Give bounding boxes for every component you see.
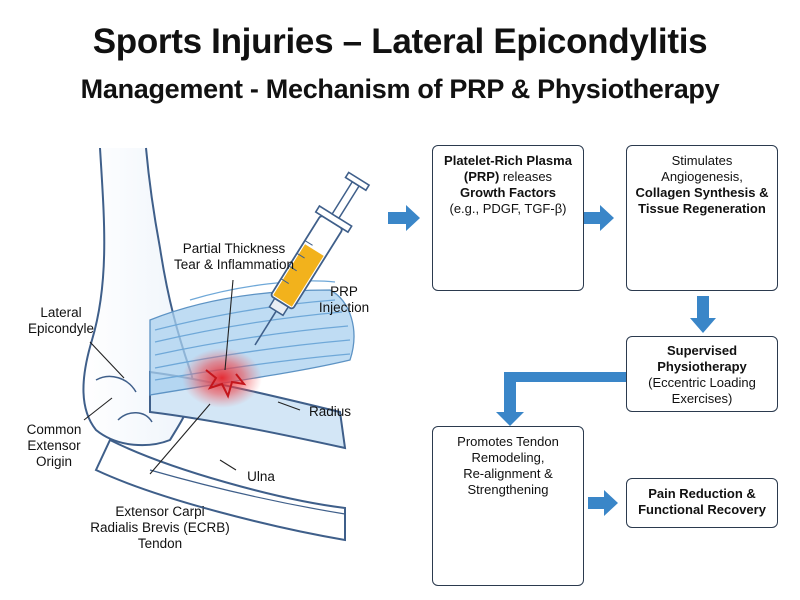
prp-syringe bbox=[254, 171, 371, 346]
main-title: Sports Injuries – Lateral Epicondylitis bbox=[92, 22, 708, 61]
prp-injection-label: PRP Injection bbox=[318, 284, 370, 315]
ecrb-tendon-label: Extensor Carpi Radialis Brevis (ECRB) Te… bbox=[90, 504, 230, 551]
arrow-remodel-to-outcome bbox=[588, 490, 618, 516]
tendon-remodeling-box: Promotes Tendon Remodeling, Re-alignment… bbox=[432, 426, 584, 586]
arrow-prp-to-stimulates bbox=[584, 205, 614, 231]
inflammation-area bbox=[182, 348, 262, 408]
pain-reduction-recovery-box: Pain Reduction & Functional Recovery bbox=[626, 478, 778, 528]
supervised-physiotherapy-box: Supervised Physiotherapy (Eccentric Load… bbox=[626, 336, 778, 412]
leader-lines bbox=[83, 279, 301, 475]
common-extensor-origin-label: Common Extensor Origin bbox=[26, 422, 82, 469]
lateral-epicondyle-label: Lateral Epicondyle bbox=[27, 305, 95, 336]
subtitle: Management - Mechanism of PRP & Physioth… bbox=[80, 74, 720, 104]
prp-growth-factors-box: Platelet-Rich Plasma (PRP) releases Grow… bbox=[432, 145, 584, 291]
tear-label: Partial Thickness Tear & Inflammation bbox=[173, 241, 295, 272]
radius-label: Radius bbox=[308, 404, 352, 419]
stimulates-regeneration-box: Stimulates Angiogenesis, Collagen Synthe… bbox=[626, 145, 778, 291]
arrow-syringe-to-prp bbox=[388, 205, 420, 231]
arrow-stimulates-to-physio bbox=[690, 296, 716, 333]
ulna-label: Ulna bbox=[247, 469, 275, 484]
arrow-physio-to-remodel bbox=[496, 372, 626, 426]
flow-arrows bbox=[388, 205, 716, 516]
